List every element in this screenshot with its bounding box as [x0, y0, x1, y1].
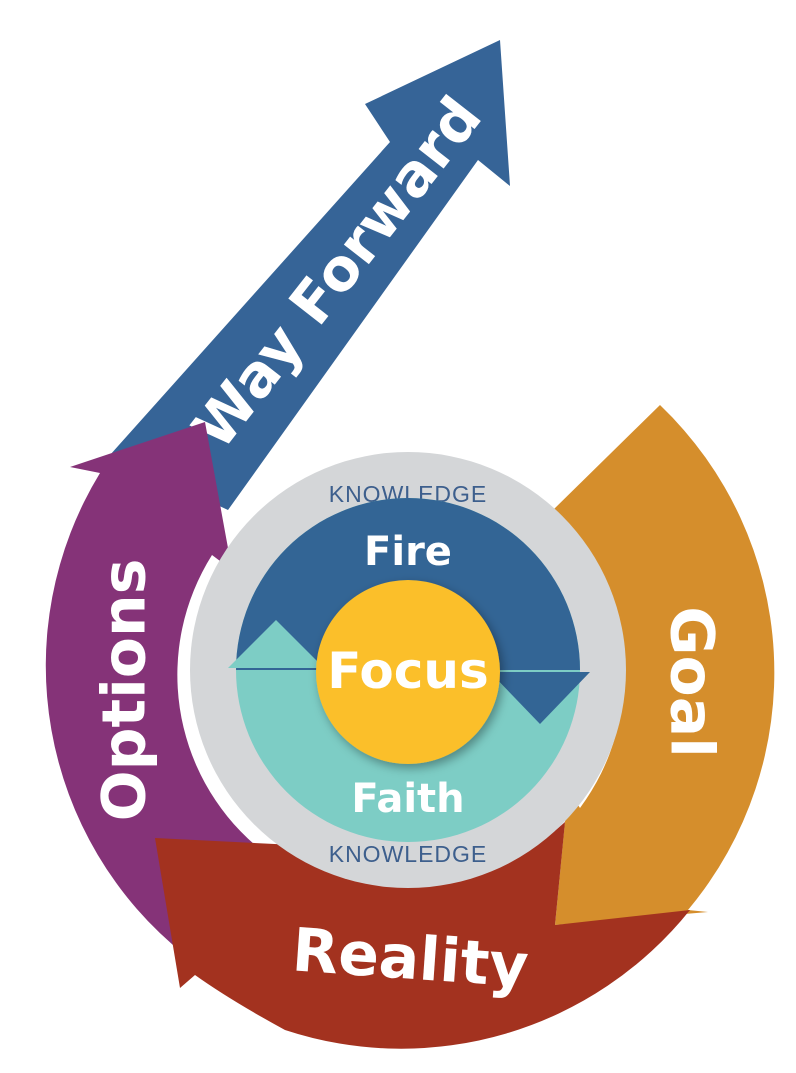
reality-label: Reality [290, 915, 531, 1001]
reality-arrow-shape [155, 822, 690, 1049]
goal-arrow-shape [553, 405, 775, 925]
fire-arrowhead [490, 672, 590, 724]
faith-arrowhead [228, 620, 324, 668]
reality-arrow: Reality [155, 822, 690, 1049]
goal-label: Goal [656, 606, 726, 758]
faith-label: Faith [351, 776, 464, 822]
options-label: Options [90, 559, 160, 822]
focus-circle [316, 580, 500, 764]
goal-arrow: Goal [553, 405, 775, 925]
knowledge-bottom-label: KNOWLEDGE [329, 841, 488, 867]
options-arrow: Options [45, 422, 255, 955]
focus-center: Focus [316, 580, 500, 764]
way-forward-arrow-shape [110, 40, 510, 510]
focus-label: Focus [327, 642, 488, 700]
fire-label: Fire [364, 529, 452, 575]
way-forward-label: Way Forward [179, 84, 495, 461]
options-arrow-shape [45, 422, 255, 955]
